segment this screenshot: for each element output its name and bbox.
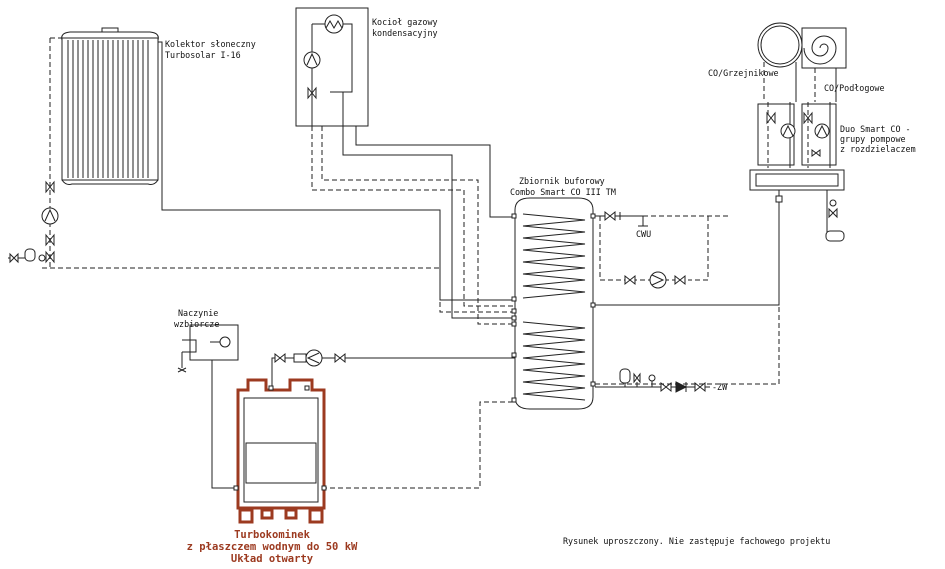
- collector-label-line1: Kolektor słoneczny: [165, 39, 256, 49]
- cold-water-circuit: [595, 368, 710, 393]
- dhw-safety-valve-icon: [633, 372, 641, 384]
- collector-tubes: [67, 40, 149, 178]
- pump-groups-label-line3: z rozdzielaczem: [840, 144, 916, 154]
- pump-group-floor: [801, 103, 837, 166]
- solar-gauge-icon: [38, 254, 46, 262]
- safety-valve-icon: [9, 252, 19, 264]
- hot-water-circuit: [595, 211, 730, 289]
- boiler-circuit: [311, 126, 515, 325]
- heating-expansion-vessel-icon: [825, 230, 845, 242]
- solar-expansion-vessel-icon: [24, 248, 36, 262]
- distributor-manifold: [749, 169, 845, 191]
- radiator-icon: [757, 22, 803, 68]
- cold-water-label: -ZW: [712, 382, 728, 392]
- disclaimer: Rysunek uproszczony. Nie zastępuje facho…: [563, 536, 830, 546]
- stove-circuit: [177, 324, 515, 489]
- pump-groups-label-line1: Duo Smart CO -: [840, 124, 911, 134]
- floor-heating-icon: [801, 27, 847, 69]
- buffer-tank: [511, 197, 596, 410]
- pump-groups-label-line2: grupy pompowe: [840, 134, 906, 144]
- tank-label-line2: Combo Smart CO III TM: [510, 187, 616, 197]
- collector-label-line2: Turbosolar I-16: [165, 50, 241, 60]
- hot-water-label: CWU: [636, 229, 651, 239]
- water-jacket-stove: [233, 378, 327, 524]
- floor-label: CO/Podłogowe: [824, 83, 885, 93]
- tank-label-line1: Zbiornik buforowy: [519, 176, 605, 186]
- solar-collector: [61, 27, 159, 185]
- stove-label-line3: Układ otwarty: [231, 553, 314, 565]
- mixing-valve-icon: [811, 149, 821, 157]
- stove-door: [245, 442, 317, 484]
- dhw-expansion-vessel-icon: [619, 368, 631, 384]
- boiler-heat-exchanger-icon: [324, 14, 344, 34]
- upper-coil: [522, 213, 586, 299]
- heating-circuits: [595, 22, 847, 385]
- boiler-label-line1: Kocioł gazowy: [372, 17, 438, 27]
- stove-label-line2: z płaszczem wodnym do 50 kW: [187, 541, 358, 553]
- lower-coil: [522, 321, 586, 401]
- floor-pump-icon: [814, 123, 830, 139]
- stove-label-line1: Turbokominek: [234, 529, 311, 541]
- open-expansion-vessel: [189, 324, 239, 361]
- radiators-label: CO/Grzejnikowe: [708, 68, 779, 78]
- expansion-vessel-label-line2: wzbiorcze: [174, 319, 219, 329]
- gas-boiler: [295, 7, 369, 128]
- boiler-label-line2: kondensacyjny: [372, 28, 438, 38]
- expansion-vessel-label-line1: Naczynie: [178, 308, 218, 318]
- pump-group-radiators: [757, 103, 795, 166]
- radiator-pump-icon: [780, 123, 796, 139]
- dhw-gauge-icon: [648, 374, 656, 382]
